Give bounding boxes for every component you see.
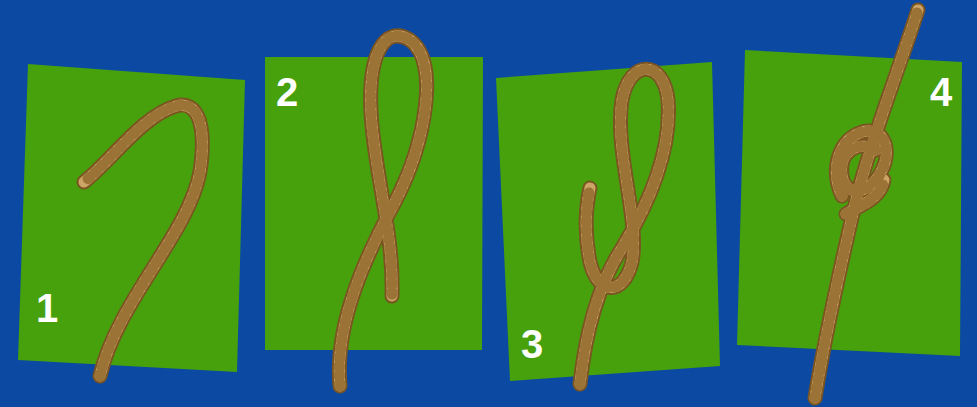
- rope: [815, 10, 918, 398]
- rope: [580, 69, 668, 384]
- rope: [84, 105, 202, 376]
- rope: [339, 36, 426, 386]
- step-panel: [496, 62, 720, 381]
- step-number: 4: [930, 72, 952, 112]
- rope: [84, 105, 202, 376]
- step-number: 3: [521, 324, 543, 364]
- rope: [815, 10, 918, 398]
- rope: [846, 180, 884, 214]
- rope: [815, 10, 918, 398]
- step-number: 1: [36, 288, 58, 328]
- rope: [84, 105, 202, 376]
- rope: [339, 36, 426, 386]
- step-panel: [18, 64, 245, 372]
- step-number: 2: [276, 72, 298, 112]
- rope: [580, 69, 668, 384]
- rope: [339, 36, 426, 386]
- rope: [580, 69, 668, 384]
